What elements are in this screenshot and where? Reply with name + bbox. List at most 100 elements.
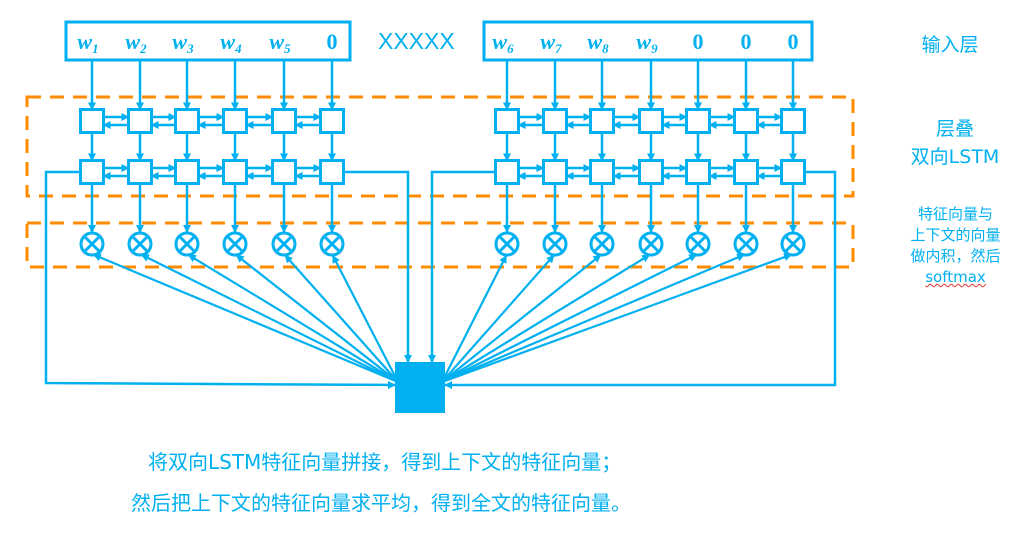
left-backward-state-line — [44, 170, 396, 389]
separator-text: XXXXX — [378, 28, 455, 54]
lstm-cell-layer2 — [222, 159, 248, 185]
operator-cross — [593, 235, 611, 253]
stacked-bilstm-label: 层叠 双向LSTM — [890, 115, 1020, 171]
left-context-arrow — [92, 253, 399, 384]
right-context-arrow — [441, 254, 651, 383]
right-forward-state-line — [444, 170, 837, 389]
operator-cross — [323, 235, 341, 253]
aggregate-node — [395, 362, 445, 413]
left-context-arrow — [140, 253, 399, 383]
dot-label-line1: 特征向量与 — [917, 205, 993, 223]
lstm-cell-layer1 — [127, 108, 153, 134]
operator-cross — [83, 235, 101, 253]
operator-cross — [131, 235, 149, 253]
lstm-cell-layer1 — [638, 108, 664, 134]
lstm-cell-layer2 — [780, 159, 806, 185]
lstm-cell-layer1 — [685, 108, 711, 134]
lstm-cell-layer2 — [174, 159, 200, 185]
left-context-arrow — [187, 254, 399, 383]
dot-product-operator — [319, 231, 345, 257]
right-context-arrow — [441, 254, 508, 383]
right-context-arrow — [441, 253, 746, 384]
right-backward-state-line — [428, 170, 496, 363]
left-context-arrow — [284, 254, 399, 383]
dot-product-label: 特征向量与 上下文的向量 做内积，然后 softmax — [893, 204, 1018, 288]
operator-cross — [498, 235, 516, 253]
lstm-cell-layer1 — [733, 108, 759, 134]
operator-cross — [546, 235, 564, 253]
stacked-label-line2: 双向LSTM — [910, 146, 1000, 168]
lstm-cell-layer2 — [319, 159, 345, 185]
left-forward-state-line — [343, 170, 412, 363]
dot-label-line2: 上下文的向量 — [910, 226, 1001, 244]
right-context-arrow — [441, 254, 602, 383]
dot-product-operator — [638, 231, 664, 257]
right-token: w8 — [587, 29, 609, 56]
input-layer-label-text: 输入层 — [921, 34, 979, 56]
right-context-arrow — [441, 253, 793, 384]
right-input-box — [482, 20, 814, 62]
lstm-cell-layer1 — [494, 108, 520, 134]
right-context-arrow — [441, 253, 698, 383]
dot-product-operator — [494, 231, 520, 257]
lstm-cell-layer2 — [733, 159, 759, 185]
right-token: 0 — [788, 29, 799, 54]
left-token: 0 — [327, 29, 338, 54]
dot-product-operator — [127, 231, 153, 257]
stacked-label-line1: 层叠 — [935, 118, 974, 140]
lstm-cell-layer2 — [589, 159, 615, 185]
lstm-cell-layer1 — [589, 108, 615, 134]
left-token: w4 — [220, 29, 242, 56]
lstm-cell-layer1 — [319, 108, 345, 134]
left-token: w1 — [77, 29, 98, 56]
dot-product-operator — [780, 231, 806, 257]
dot-product-operator — [174, 231, 200, 257]
dot-product-operator — [79, 231, 105, 257]
lstm-nodes — [79, 108, 806, 185]
operator-cross — [226, 235, 244, 253]
operator-cross — [178, 235, 196, 253]
dot-product-operators — [79, 231, 806, 413]
lstm-cell-layer1 — [174, 108, 200, 134]
lstm-cell-layer1 — [79, 108, 105, 134]
right-token: w6 — [492, 29, 514, 56]
dot-product-operator — [685, 231, 711, 257]
lstm-cell-layer1 — [271, 108, 297, 134]
operator-cross — [737, 235, 755, 253]
dot-label-line3: 做内积，然后 — [910, 247, 1001, 265]
dot-product-operator — [222, 231, 248, 257]
caption-line2: 然后把上下文的特征向量求平均，得到全文的特征向量。 — [131, 491, 631, 515]
operator-cross — [784, 235, 802, 253]
dot-product-operator — [589, 231, 615, 257]
dot-label-line4: softmax — [925, 268, 986, 286]
lstm-cell-layer2 — [79, 159, 105, 185]
left-context-arrow — [235, 254, 399, 383]
lstm-cell-layer2 — [494, 159, 520, 185]
input-layer-label: 输入层 — [905, 30, 995, 57]
dot-product-operator — [271, 231, 297, 257]
lstm-cell-layer2 — [127, 159, 153, 185]
left-input-box — [64, 20, 352, 62]
operator-cross — [275, 235, 293, 253]
lstm-cell-layer2 — [271, 159, 297, 185]
lstm-cell-layer2 — [542, 159, 568, 185]
lstm-cell-layer1 — [222, 108, 248, 134]
dot-product-operator — [733, 231, 759, 257]
dashed-region-group — [25, 95, 855, 269]
right-token: 0 — [693, 29, 704, 54]
right-token: w7 — [540, 29, 562, 56]
left-context-arrow — [331, 254, 399, 383]
left-token: w2 — [125, 29, 147, 56]
dot-product-operator — [542, 231, 568, 257]
right-token: w9 — [636, 29, 658, 56]
connection-lines — [44, 60, 837, 389]
lstm-region-border — [25, 95, 855, 198]
lstm-cell-layer2 — [638, 159, 664, 185]
left-token: w5 — [269, 29, 291, 56]
right-token: 0 — [741, 29, 752, 54]
lstm-cell-layer2 — [685, 159, 711, 185]
lstm-cell-layer1 — [542, 108, 568, 134]
right-context-arrow — [441, 254, 555, 383]
